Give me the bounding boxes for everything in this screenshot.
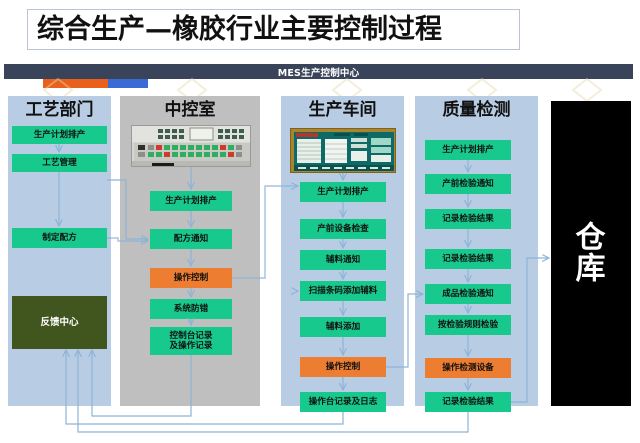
step-box-process-dept-2[interactable]: 制定配方 xyxy=(12,228,107,248)
step-box-quality-inspection-0[interactable]: 生产计划排产 xyxy=(425,140,511,160)
step-box-process-dept-0[interactable]: 生产计划排产 xyxy=(12,126,107,144)
control-console-photo xyxy=(131,125,251,167)
step-box-process-dept-1[interactable]: 工艺管理 xyxy=(12,154,107,172)
step-box-central-control-room-1[interactable]: 配方通知 xyxy=(150,229,232,249)
page-title: 综合生产—橡胶行业主要控制过程 xyxy=(27,9,520,50)
step-box-central-control-room-4[interactable]: 控制台记录 及操作记录 xyxy=(150,327,232,355)
mes-header-label: MES生产控制中心 xyxy=(277,67,360,79)
page-title-text: 综合生产—橡胶行业主要控制过程 xyxy=(37,14,442,45)
step-box-production-workshop-4[interactable]: 辅料添加 xyxy=(300,317,386,337)
down-chevron-icon-5 xyxy=(570,77,604,103)
step-box-production-workshop-2[interactable]: 辅料通知 xyxy=(300,250,386,270)
step-box-production-workshop-5[interactable]: 操作控制 xyxy=(300,357,386,377)
step-box-central-control-room-0[interactable]: 生产计划排产 xyxy=(150,191,232,211)
step-box-quality-inspection-5[interactable]: 按检验规则检验 xyxy=(425,315,511,335)
column-header-central-control-room: 中控室 xyxy=(164,100,216,120)
step-box-quality-inspection-1[interactable]: 产前检验通知 xyxy=(425,174,511,194)
step-box-quality-inspection-7[interactable]: 记录检验结果 xyxy=(425,392,511,412)
step-box-process-dept-3[interactable]: 反馈中心 xyxy=(12,296,107,349)
column-header-process-dept: 工艺部门 xyxy=(25,100,94,120)
warehouse-panel: 仓 库 xyxy=(551,101,631,406)
step-box-quality-inspection-3[interactable]: 记录检验结果 xyxy=(425,249,511,269)
step-box-central-control-room-2[interactable]: 操作控制 xyxy=(150,268,232,288)
step-box-production-workshop-0[interactable]: 生产计划排产 xyxy=(300,182,386,202)
accent-strip-orange xyxy=(43,79,108,88)
column-header-quality-inspection: 质量检测 xyxy=(442,100,511,120)
step-box-production-workshop-1[interactable]: 产前设备检查 xyxy=(300,219,386,239)
step-box-central-control-room-3[interactable]: 系统防错 xyxy=(150,299,232,319)
accent-strip-blue xyxy=(108,79,148,88)
column-header-production-workshop: 生产车间 xyxy=(308,100,377,120)
warehouse-label: 仓 库 xyxy=(575,220,607,287)
step-box-quality-inspection-6[interactable]: 操作检测设备 xyxy=(425,358,511,378)
step-box-quality-inspection-2[interactable]: 记录检验结果 xyxy=(425,209,511,229)
step-box-production-workshop-3[interactable]: 扫描条码添加辅料 xyxy=(300,281,386,301)
step-box-quality-inspection-4[interactable]: 成品检验通知 xyxy=(425,284,511,304)
mes-header-bar: MES生产控制中心 xyxy=(4,64,633,79)
step-box-production-workshop-6[interactable]: 操作台记录及日志 xyxy=(300,392,386,412)
information-board-photo xyxy=(290,128,396,173)
